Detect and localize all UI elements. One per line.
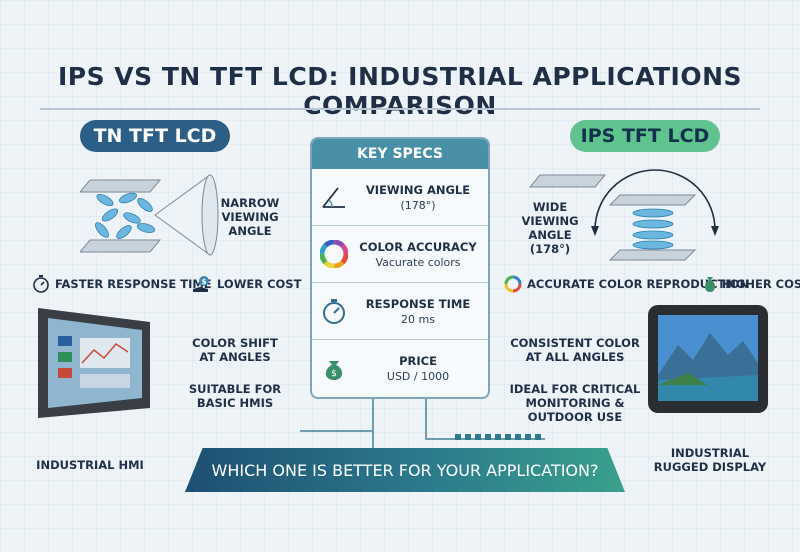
industrial-hmi-image xyxy=(38,308,150,418)
money-bag-icon: $ xyxy=(325,360,343,380)
circuit-line xyxy=(300,430,374,432)
angle-icon xyxy=(322,187,345,208)
ips-feature-cost: HIGHER COST xyxy=(703,275,800,293)
tn-label-badge: TN TFT LCD xyxy=(80,120,230,152)
tn-feature-cost: $ LOWER COST xyxy=(192,275,301,293)
question-banner: WHICH ONE IS BETTER FOR YOUR APPLICATION… xyxy=(185,448,625,492)
spec-viewing-angle: VIEWING ANGLE(178°) xyxy=(312,169,488,226)
page-title: IPS VS TN TFT LCD: INDUSTRIAL APPLICATIO… xyxy=(57,62,743,120)
ips-viewing-angle-illustration xyxy=(528,169,719,261)
money-bag-icon xyxy=(705,277,715,292)
stopwatch-icon xyxy=(33,275,49,293)
key-specs-header: KEY SPECS xyxy=(312,139,488,169)
rugged-display-image xyxy=(648,305,768,413)
svg-text:$: $ xyxy=(202,278,207,286)
ips-label-badge: IPS TFT LCD xyxy=(570,120,720,152)
tn-device-caption: INDUSTRIAL HMI xyxy=(36,458,144,472)
color-wheel-icon xyxy=(504,275,522,293)
ips-feature-color: ACCURATE COLOR REPRODUCTION xyxy=(504,275,749,293)
stopwatch-icon xyxy=(323,299,345,324)
tn-viewing-angle-illustration xyxy=(80,174,219,256)
decor-stripes xyxy=(455,434,545,440)
svg-text:$: $ xyxy=(331,369,337,379)
circuit-line xyxy=(425,399,427,439)
title-divider xyxy=(40,108,760,110)
money-hand-icon: $ xyxy=(193,276,209,292)
circuit-line xyxy=(372,399,374,449)
key-specs-panel: KEY SPECS VIEWING ANGLE(178°) COLOR ACCU… xyxy=(310,137,490,399)
color-wheel-icon xyxy=(320,240,348,268)
tn-feature-response: FASTER RESPONSE TIME xyxy=(32,275,212,293)
